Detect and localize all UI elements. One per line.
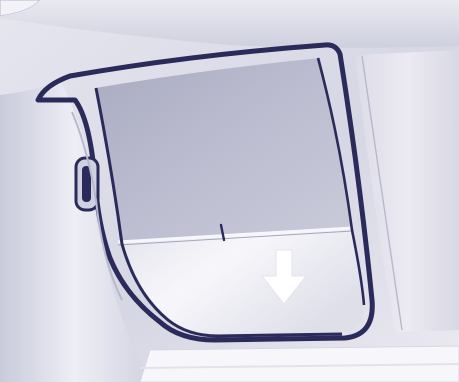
window-shade — [96, 58, 350, 242]
handle-icon — [76, 158, 98, 210]
